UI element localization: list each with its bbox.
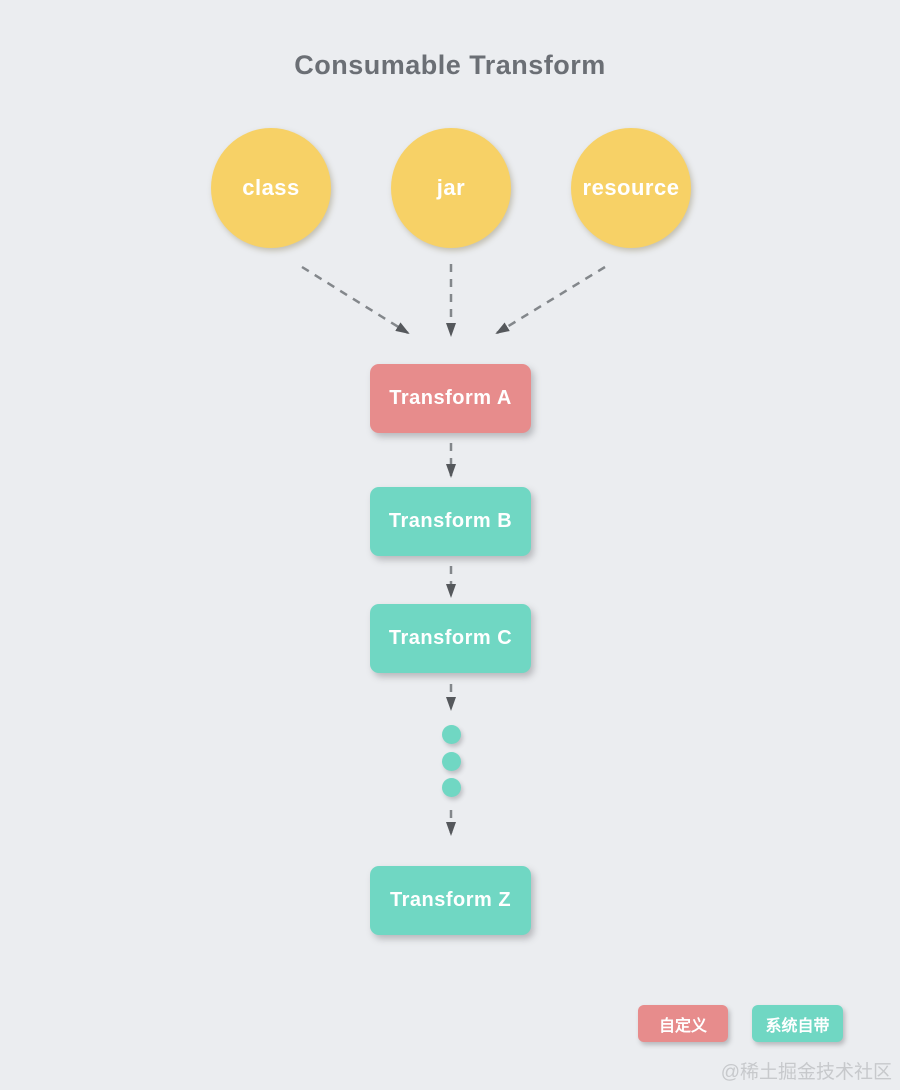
transform-label: Transform Z — [389, 889, 512, 911]
arrow-resource-to-transform-a — [495, 265, 606, 335]
arrow-class-to-transform-a — [301, 265, 410, 335]
watermark: @稀土掘金技术社区 — [720, 1062, 892, 1083]
transform-box-b: Transform B — [370, 487, 531, 556]
legend-custom: 自定义 — [638, 1005, 728, 1042]
transform-box-c: Transform C — [370, 604, 531, 673]
input-node-label: jar — [436, 175, 466, 200]
ellipsis-dot — [442, 725, 461, 744]
transform-label: Transform C — [388, 627, 513, 649]
ellipsis-dot — [442, 752, 461, 771]
input-node-resource: resource — [571, 128, 691, 248]
transform-label: Transform B — [388, 510, 513, 532]
transform-box-z: Transform Z — [370, 866, 531, 935]
input-node-label: class — [242, 175, 300, 200]
input-node-jar: jar — [391, 128, 511, 248]
legend-custom-label: 自定义 — [658, 1017, 707, 1035]
legend-system-label: 系统自带 — [765, 1017, 830, 1035]
transform-box-a: Transform A — [370, 364, 531, 433]
legend-system: 系统自带 — [752, 1005, 843, 1042]
input-node-label: resource — [582, 175, 680, 200]
ellipsis-dot — [442, 778, 461, 797]
diagram-title: Consumable Transform — [294, 50, 606, 80]
input-node-class: class — [211, 128, 331, 248]
transform-label: Transform A — [389, 387, 512, 409]
